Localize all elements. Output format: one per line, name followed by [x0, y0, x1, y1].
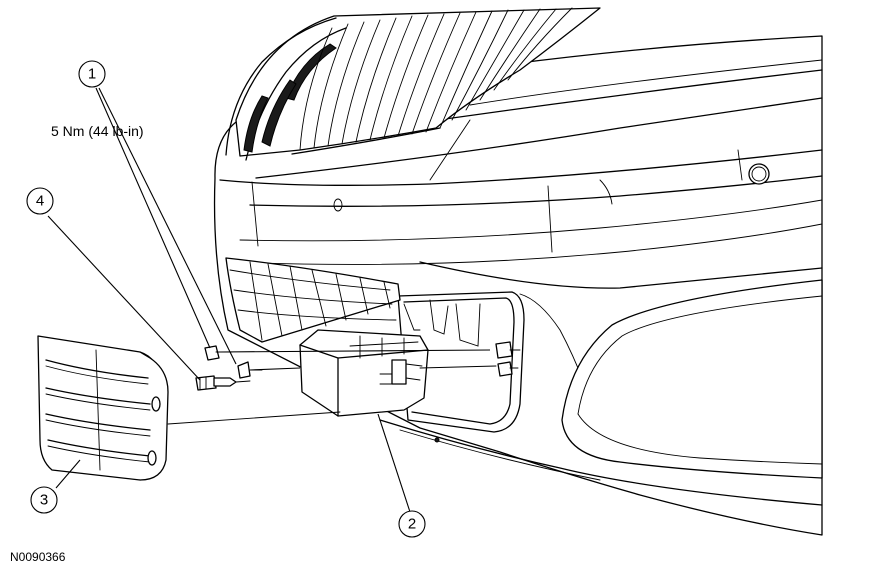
callout-leaders — [47, 87, 411, 513]
vehicle-front — [213, 35, 823, 536]
front-grille — [225, 7, 601, 161]
figure-id: N0090366 — [10, 550, 66, 564]
lower-grille — [225, 257, 401, 343]
callout-2-label: 2 — [408, 516, 416, 533]
fog-lamp-bezel — [37, 335, 341, 481]
callout-3: 3 — [30, 486, 58, 514]
callout-4-label: 4 — [36, 193, 44, 210]
callout-1: 1 — [78, 60, 106, 88]
push-pin-retainer — [195, 375, 251, 391]
callout-1-label: 1 — [88, 66, 96, 83]
callout-4: 4 — [26, 187, 54, 215]
callout-2: 2 — [398, 510, 426, 538]
torque-spec: 5 Nm (44 lb-in) — [51, 123, 144, 139]
callout-3-label: 3 — [40, 492, 48, 509]
fog-lamp-module — [299, 329, 429, 417]
mounting-bolts — [204, 341, 521, 379]
